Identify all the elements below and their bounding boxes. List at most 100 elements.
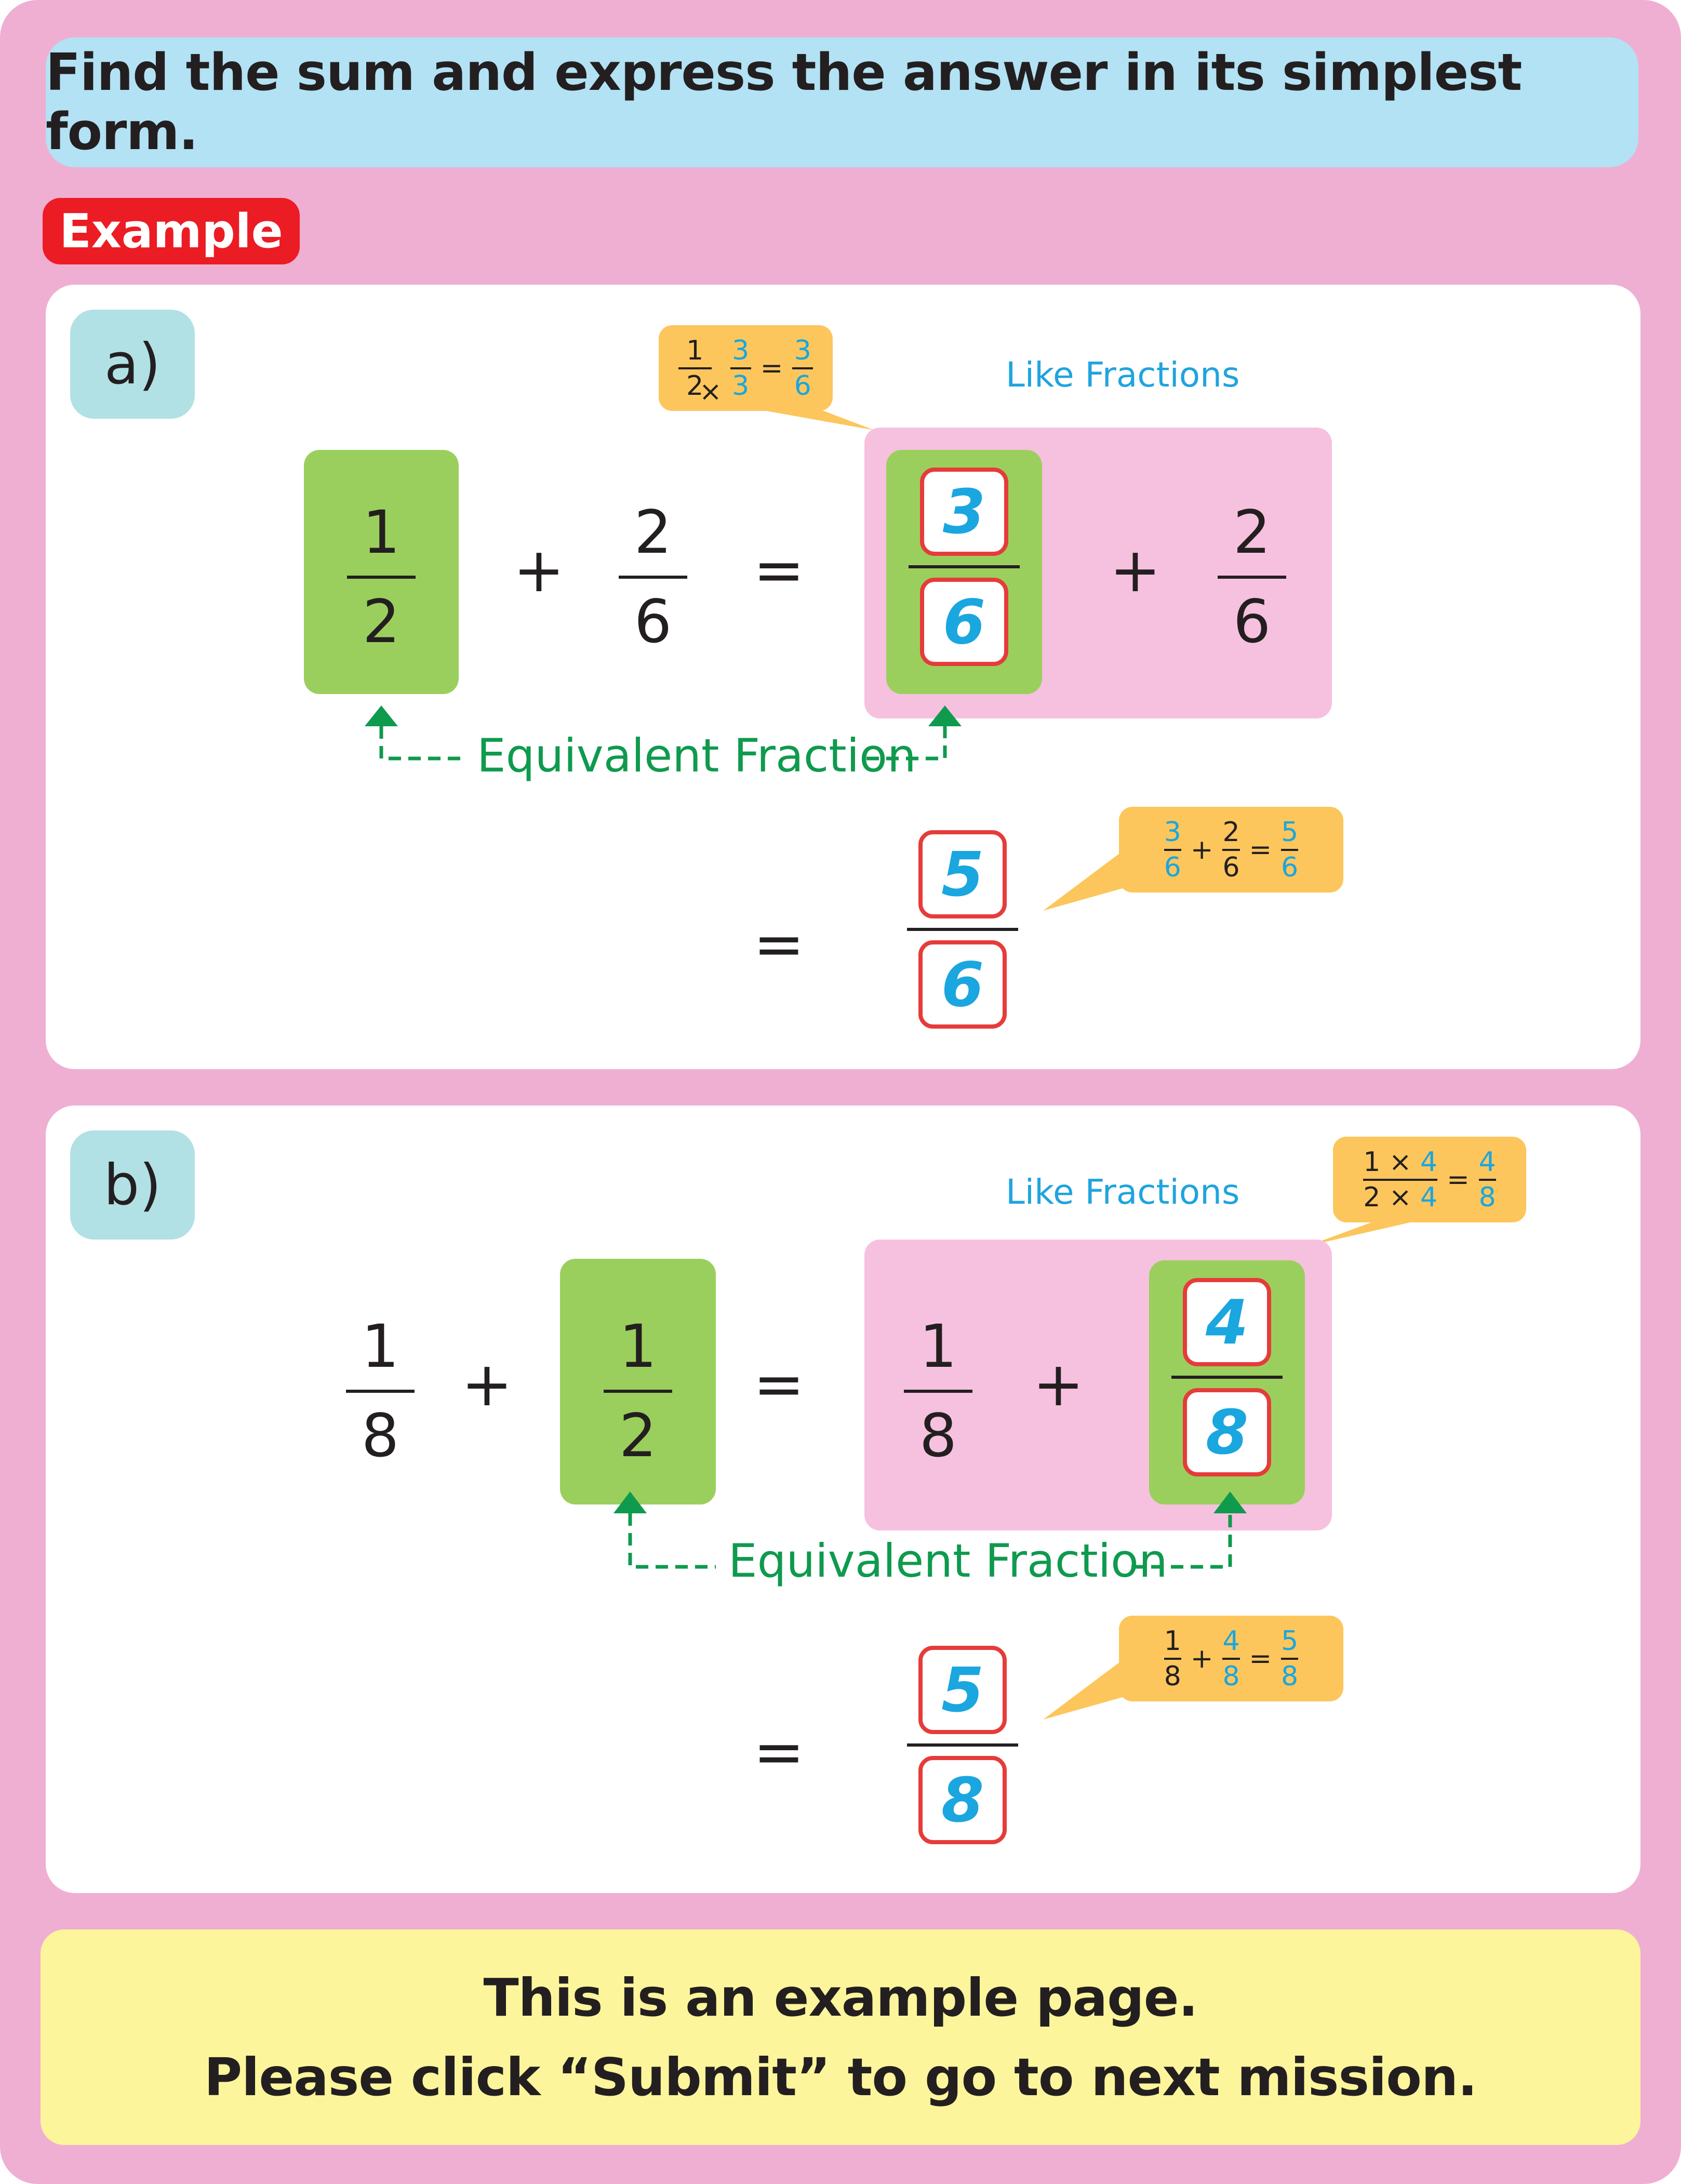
equals-sign-result: = bbox=[753, 1716, 805, 1788]
plus-sign: + bbox=[461, 1348, 513, 1420]
answer-value: 3 bbox=[942, 476, 986, 548]
numerator: 1 bbox=[361, 1312, 399, 1381]
converted-fraction-b: 4 8 bbox=[1171, 1278, 1283, 1476]
answer-value: 6 bbox=[941, 949, 984, 1020]
answer-box-numerator[interactable]: 3 bbox=[920, 468, 1008, 556]
hint-times: × bbox=[1389, 1181, 1412, 1213]
hint-equals: = bbox=[1249, 834, 1272, 865]
hint-denominator: 6 bbox=[1164, 851, 1181, 883]
notice-line-1: This is an example page. bbox=[483, 1967, 1198, 2028]
plus-sign: + bbox=[1033, 1348, 1084, 1420]
answer-value: 5 bbox=[941, 1654, 984, 1726]
answer-value: 6 bbox=[942, 586, 986, 658]
hint-numerator: 2 bbox=[1222, 816, 1240, 848]
numerator: 1 bbox=[919, 1312, 957, 1381]
answer-box-denominator[interactable]: 8 bbox=[918, 1756, 1007, 1844]
numerator: 1 bbox=[362, 498, 401, 567]
equivalent-fraction-label-a: Equivalent Fraction bbox=[477, 729, 916, 782]
answer-value: 8 bbox=[1205, 1396, 1249, 1468]
denominator: 2 bbox=[362, 587, 401, 656]
hint-result-den: 6 bbox=[794, 370, 811, 402]
denominator: 8 bbox=[919, 1401, 957, 1470]
hint-bubble-tail bbox=[1043, 1657, 1126, 1720]
hint-denominator: 2 bbox=[1363, 1181, 1381, 1213]
hint-equals: = bbox=[1447, 1164, 1470, 1195]
answer-box-denominator[interactable]: 6 bbox=[920, 578, 1008, 666]
hint-result-num: 4 bbox=[1478, 1146, 1496, 1178]
hint-bubble-tail bbox=[757, 409, 874, 430]
answer-value: 4 bbox=[1205, 1286, 1249, 1358]
notice-line-2: Please click “Submit” to go to next miss… bbox=[204, 2046, 1477, 2108]
hint-bubble-tail bbox=[1043, 848, 1126, 911]
numerator: 2 bbox=[1233, 498, 1271, 567]
part-label-b-text: b) bbox=[103, 1152, 162, 1218]
hint-result-den: 6 bbox=[1281, 851, 1299, 883]
hint-result-num: 5 bbox=[1281, 816, 1299, 848]
hint-result-num: 3 bbox=[794, 335, 811, 366]
highlight-box-term2-b bbox=[560, 1259, 716, 1504]
hint-numerator: 1 bbox=[1164, 1625, 1181, 1657]
instruction-text: Find the sum and express the answer in i… bbox=[46, 43, 1522, 162]
hint-times: × bbox=[1389, 1146, 1412, 1178]
hint-multiplier-num: 4 bbox=[1420, 1146, 1438, 1178]
hint-numerator: 1 bbox=[1363, 1146, 1381, 1178]
denominator: 6 bbox=[1233, 587, 1271, 656]
hint-numerator: 1 bbox=[686, 335, 704, 366]
answer-box-denominator[interactable]: 8 bbox=[1183, 1388, 1271, 1476]
equals-sign: = bbox=[753, 534, 805, 606]
like-fractions-label-a: Like Fractions bbox=[1006, 355, 1240, 395]
hint-equals: = bbox=[760, 352, 783, 384]
answer-value: 5 bbox=[941, 838, 984, 910]
hint-fraction-product: 1 × 4 2 × 4 bbox=[1363, 1146, 1438, 1213]
highlight-box-term1-a bbox=[304, 450, 459, 694]
example-badge-label: Example bbox=[59, 204, 283, 259]
result-fraction-b: 5 8 bbox=[907, 1646, 1018, 1844]
denominator: 2 bbox=[619, 1401, 657, 1470]
hint-numerator: 4 bbox=[1222, 1625, 1240, 1657]
hint-numerator: 3 bbox=[1164, 816, 1181, 848]
plus-sign: + bbox=[513, 534, 565, 606]
hint-bubble-tail bbox=[1308, 1221, 1417, 1246]
part-label-a: a) bbox=[70, 310, 195, 419]
hint-times: × bbox=[699, 376, 722, 407]
hint-denominator: 2 bbox=[686, 370, 704, 402]
answer-box-numerator[interactable]: 5 bbox=[918, 830, 1007, 918]
hint-plus: + bbox=[1190, 834, 1213, 865]
hint-multiplier-den: 3 bbox=[732, 370, 750, 402]
denominator: 6 bbox=[634, 587, 672, 656]
equals-sign: = bbox=[753, 1348, 805, 1420]
part-label-a-text: a) bbox=[104, 331, 161, 397]
hint-plus: + bbox=[1190, 1643, 1213, 1674]
numerator: 2 bbox=[634, 498, 672, 567]
hint-result-den: 8 bbox=[1281, 1660, 1299, 1692]
hint-result-den: 8 bbox=[1478, 1181, 1496, 1213]
part-label-b: b) bbox=[70, 1130, 195, 1240]
answer-box-numerator[interactable]: 4 bbox=[1183, 1278, 1271, 1366]
equivalent-fraction-arrow-a bbox=[365, 705, 962, 761]
answer-box-numerator[interactable]: 5 bbox=[918, 1646, 1007, 1734]
result-fraction-a: 5 6 bbox=[907, 830, 1018, 1029]
answer-box-denominator[interactable]: 6 bbox=[918, 940, 1007, 1029]
hint-denominator: 8 bbox=[1222, 1660, 1240, 1692]
hint-multiplier-num: 3 bbox=[732, 335, 750, 366]
plus-sign: + bbox=[1110, 534, 1161, 606]
hint-denominator: 6 bbox=[1222, 851, 1240, 883]
example-notice: This is an example page. Please click “S… bbox=[41, 1929, 1640, 2145]
converted-fraction-a: 3 6 bbox=[909, 468, 1020, 666]
